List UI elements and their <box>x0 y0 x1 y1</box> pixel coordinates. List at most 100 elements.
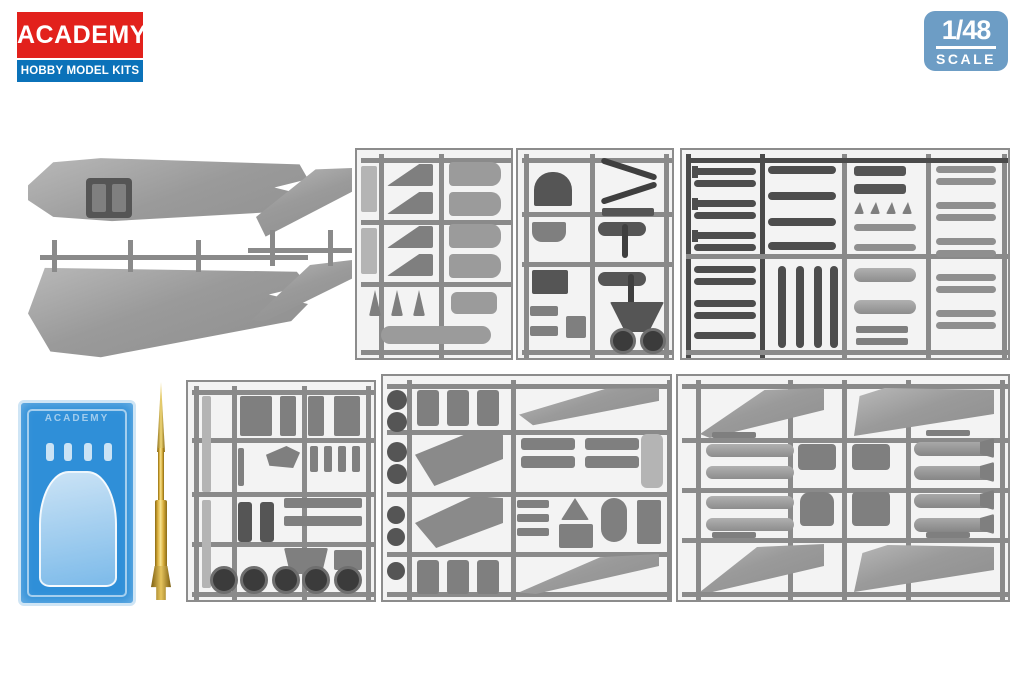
gear-door-2 <box>447 390 469 426</box>
missile-fin-cluster-1 <box>692 166 698 178</box>
sprue-d-missiles <box>680 148 1010 360</box>
side-rail-long-1 <box>202 396 211 492</box>
missile-aam-4 <box>694 212 756 219</box>
sprue-e-runner-h4 <box>192 542 374 547</box>
missile-aam-2 <box>694 180 756 187</box>
sprue-c-runner-mid <box>590 154 595 358</box>
bomb-pylon-upper <box>926 430 970 436</box>
sprue-a-tailplanes <box>248 168 356 343</box>
sprue-b-runner-mid <box>439 154 444 358</box>
clear-part-small-2 <box>63 443 72 461</box>
brand-tagline: HOBBY MODEL KITS <box>17 60 143 82</box>
missile-aam-9 <box>694 300 756 307</box>
gear-door-4 <box>417 560 439 594</box>
main-wheel-2 <box>240 566 268 594</box>
missile-pair-5a <box>936 310 996 317</box>
exhaust-nozzle-2 <box>387 412 407 432</box>
sprue-f-runner-h2 <box>387 430 670 435</box>
missile-long-4 <box>768 242 836 250</box>
pylon-strip-1 <box>856 326 908 333</box>
sprue-g-runner-h1 <box>682 384 1008 389</box>
intake-lip-2 <box>387 192 433 214</box>
side-panel-detail <box>641 434 663 488</box>
bomb-fin-3 <box>980 490 994 510</box>
missile-pair-3a <box>936 238 996 245</box>
fin-set-3 <box>886 202 896 214</box>
sprue-b-runner-mid-h <box>361 220 511 225</box>
missile-spear-2 <box>854 244 916 251</box>
intake-lip-4 <box>387 254 433 276</box>
missile-aam-7 <box>694 266 756 273</box>
missile-pair-4a <box>936 274 996 281</box>
gear-bay-door-1 <box>532 222 566 242</box>
scale-number: 1/48 <box>941 15 992 45</box>
runner-vertical-3 <box>196 240 201 272</box>
intake-duct-2 <box>449 192 501 216</box>
fuselage-upper-half <box>28 158 308 222</box>
pylon-pair-4 <box>585 456 639 468</box>
missile-aam-10 <box>694 312 756 319</box>
bomb-fin-2 <box>980 462 994 482</box>
rocket-pod-2 <box>854 184 906 194</box>
pylon-pair-1 <box>521 438 575 450</box>
missile-pair-1b <box>936 178 996 185</box>
sprue-f-runner-h1 <box>387 384 670 389</box>
pylon-long-1 <box>238 502 252 542</box>
centre-block-2 <box>852 444 890 470</box>
missile-pair-4b <box>936 286 996 293</box>
probe-base-flare <box>151 566 171 600</box>
missile-aam-8 <box>694 278 756 285</box>
brand-name: ACADEMY <box>17 12 146 58</box>
sprue-c-runner-h3 <box>522 262 672 267</box>
bomb-4 <box>914 518 988 532</box>
sprue-g-runner-h4 <box>682 538 1008 543</box>
ecm-pod-1 <box>854 268 916 282</box>
clear-part-small-3 <box>83 443 92 461</box>
runner-vertical-2 <box>128 240 133 272</box>
brass-probe-group <box>150 382 172 602</box>
bomb-pylon-lower <box>926 532 970 538</box>
sprue-e-runner-h3 <box>192 492 374 497</box>
instrument-panel <box>240 396 272 436</box>
flap-panel-upper <box>415 434 503 486</box>
small-detail-cluster-1 <box>530 306 558 316</box>
runner-tail-vertical-1 <box>270 230 275 266</box>
engine-can <box>451 292 497 314</box>
missile-long-1 <box>768 166 836 174</box>
bay-insert-detail <box>559 524 593 548</box>
missile-pair-2a <box>936 202 996 209</box>
antenna-mast <box>238 448 244 486</box>
small-detail-cluster-3 <box>566 316 586 338</box>
missile-aam-3 <box>694 200 756 207</box>
ejection-seat-frame <box>266 446 300 468</box>
gear-door-6 <box>477 560 499 594</box>
bomb-2 <box>914 466 988 480</box>
centre-block-4 <box>852 492 890 526</box>
pylon-pair-2 <box>521 456 575 468</box>
small-vane-2 <box>391 290 403 316</box>
tank-pylon-lower <box>712 532 756 538</box>
sprue-c-runner-right <box>664 154 669 358</box>
academy-logo: ACADEMY HOBBY MODEL KITS <box>17 12 146 82</box>
strip-detail-3 <box>517 528 549 536</box>
drop-tank-2 <box>706 466 794 479</box>
fin-set-4 <box>902 202 912 214</box>
main-wheel-3 <box>272 566 300 594</box>
vertical-stabilizer <box>256 168 352 237</box>
missile-spear-1 <box>854 224 916 231</box>
bomb-1 <box>914 442 988 456</box>
sprue-c-runner-h2 <box>522 212 672 217</box>
missile-pair-5b <box>936 322 996 329</box>
side-rail-long-2 <box>202 500 211 588</box>
main-wing-right-lower <box>854 545 994 592</box>
wheel-hub-1 <box>387 506 405 524</box>
probe-tip <box>157 382 165 452</box>
sprue-c-landing-gear <box>516 148 674 360</box>
tank-pylon-upper <box>712 432 756 438</box>
bulkhead-panel-2 <box>308 396 324 436</box>
main-wing-left-upper <box>700 388 824 438</box>
missile-fin-cluster-2 <box>692 198 698 210</box>
missile-pair-2b <box>936 214 996 221</box>
wing-root-upper <box>519 388 659 426</box>
fin-set-2 <box>870 202 880 214</box>
